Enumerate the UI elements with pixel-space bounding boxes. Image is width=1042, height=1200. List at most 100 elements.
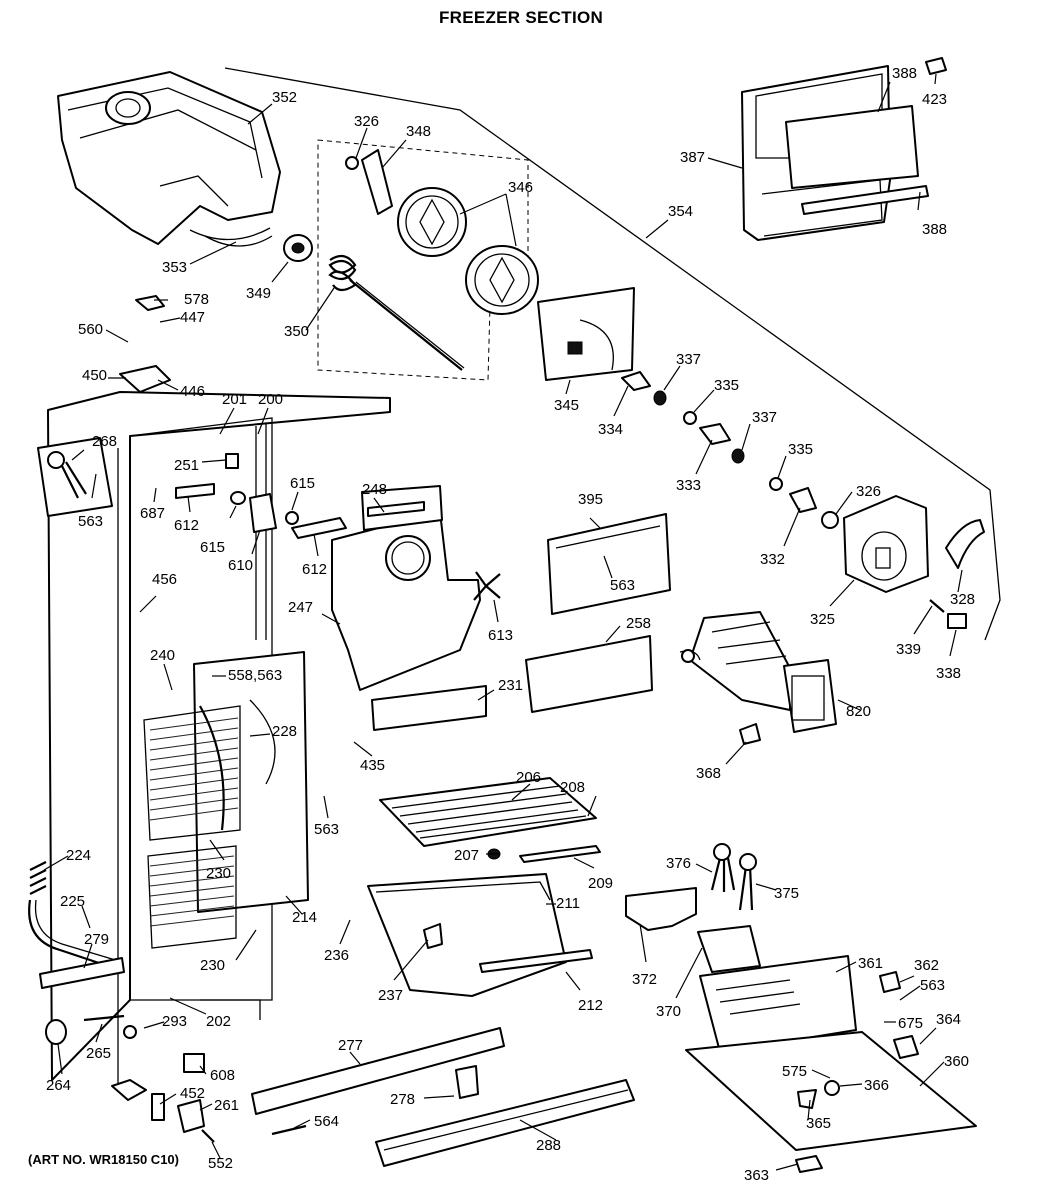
part-label: 334 [598,421,623,438]
part-label: 368 [696,765,721,782]
part-label: 395 [578,491,603,508]
leader-lines [43,73,963,1171]
part-label: 332 [760,551,785,568]
part-label: 335 [788,441,813,458]
part-label: 201 [222,391,247,408]
part-label: 552 [208,1155,233,1172]
part-label: 236 [324,947,349,964]
part-label: 247 [288,599,313,616]
part-label: 372 [632,971,657,988]
evaporator-assembly [143,651,309,949]
part-label: 608 [210,1067,235,1084]
part-label: 225 [60,893,85,910]
auger-motor [843,495,985,629]
part-label: 563 [920,977,945,994]
part-label: 558,563 [228,667,282,684]
part-label: 288 [536,1137,561,1154]
part-label: 202 [206,1013,231,1030]
light-socket-assembly [37,437,113,517]
part-label: 364 [936,1011,961,1028]
machine-compartment [685,955,977,1173]
control-housing [625,843,761,973]
part-label: 675 [898,1015,923,1032]
part-label: 211 [556,895,580,912]
part-label: 365 [806,1115,831,1132]
part-label: 560 [78,321,103,338]
evaporator-fan-shroud [331,485,501,731]
part-label: 447 [180,309,205,326]
part-label: 370 [656,1003,681,1020]
part-label: 376 [666,855,691,872]
part-label: 450 [82,367,107,384]
part-label: 337 [676,351,701,368]
part-label: 293 [162,1013,187,1030]
part-label: 375 [774,885,799,902]
part-label: 352 [272,89,297,106]
part-label: 612 [174,517,199,534]
part-label: 388 [892,65,917,82]
part-label: 326 [354,113,379,130]
part-label: 361 [858,955,883,972]
part-label: 228 [272,723,297,740]
part-label: 578 [184,291,209,308]
part-label: 388 [922,221,947,238]
part-label: 279 [84,931,109,948]
bottom-parts [111,1027,635,1167]
part-label: 366 [864,1077,889,1094]
part-label: 575 [782,1063,807,1080]
part-label: 328 [950,591,975,608]
part-label: 362 [914,957,939,974]
part-label: 237 [378,987,403,1004]
part-label: 613 [488,627,513,644]
part-label: 360 [944,1053,969,1070]
covers [525,513,671,713]
part-label: 325 [810,611,835,628]
art-number: (ART NO. WR18150 C10) [28,1152,179,1167]
part-label: 563 [314,821,339,838]
part-label: 268 [92,433,117,450]
part-label: 339 [896,641,921,658]
part-label: 349 [246,285,271,302]
part-label: 353 [162,259,187,276]
part-label: 687 [140,505,165,522]
part-label: 212 [578,997,603,1014]
part-label: 387 [680,149,705,166]
part-label: 277 [338,1037,363,1054]
part-label: 337 [752,409,777,426]
part-label: 564 [314,1113,339,1130]
auger-assembly [283,149,465,371]
part-label: 350 [284,323,309,340]
part-label: 248 [362,481,387,498]
ice-crusher-blades [397,187,539,315]
part-label: 346 [508,179,533,196]
part-label: 251 [174,457,199,474]
part-label: 610 [228,557,253,574]
part-label: 326 [856,483,881,500]
part-label: 354 [668,203,693,220]
ice-bucket [57,71,281,247]
part-label: 456 [152,571,177,588]
part-label: 423 [922,91,947,108]
part-label: 335 [714,377,739,394]
dispenser-door [741,57,947,241]
part-label: 333 [676,477,701,494]
part-label: 200 [258,391,283,408]
part-label: 230 [206,865,231,882]
part-label: 615 [200,539,225,556]
part-label: 338 [936,665,961,682]
part-label: 265 [86,1045,111,1062]
ice-box-cover-plate [537,287,635,381]
part-label: 452 [180,1085,205,1102]
ice-maker [679,611,837,745]
part-label: 612 [302,561,327,578]
part-label: 208 [560,779,585,796]
part-label: 264 [46,1077,71,1094]
part-label: 230 [200,957,225,974]
freezer-basket [367,873,593,997]
part-callouts: 352 326 348 346 388 423 387 388 354 353 … [46,65,975,1184]
part-label: 446 [180,383,205,400]
part-label: 240 [150,647,175,664]
part-label: 258 [626,615,651,632]
freezer-shelf [379,777,601,863]
